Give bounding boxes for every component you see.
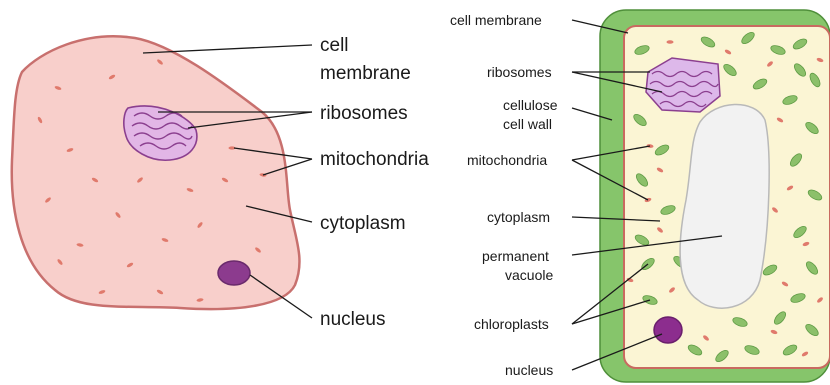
animal-label-cell-membrane-2: membrane: [320, 63, 411, 84]
plant-label-cell-wall-2: cell wall: [503, 116, 552, 132]
plant-nucleus: [654, 317, 682, 343]
plant-label-cell-membrane: cell membrane: [450, 12, 542, 28]
plant-ribosomes: [646, 58, 720, 112]
plant-cell: cell membrane ribosomes cellulose cell w…: [450, 10, 830, 382]
plant-label-chloroplasts: chloroplasts: [474, 316, 549, 332]
plant-label-vacuole-2: vacuole: [505, 267, 553, 283]
plant-label-cell-wall-1: cellulose: [503, 97, 558, 113]
animal-label-ribosomes: ribosomes: [320, 103, 408, 124]
animal-label-cytoplasm: cytoplasm: [320, 213, 406, 234]
animal-label-cell-membrane-1: cell: [320, 35, 349, 56]
mitochondrion: [667, 40, 674, 44]
animal-label-mitochondria: mitochondria: [320, 149, 429, 170]
plant-label-cytoplasm: cytoplasm: [487, 209, 550, 225]
plant-label-nucleus: nucleus: [505, 362, 553, 378]
plant-label-mitochondria: mitochondria: [467, 152, 547, 168]
animal-cell: cell membrane ribosomes mitochondria cyt…: [12, 35, 429, 330]
plant-label-ribosomes: ribosomes: [487, 64, 552, 80]
animal-cell-body: [12, 36, 300, 309]
animal-nucleus: [218, 261, 250, 285]
animal-label-nucleus: nucleus: [320, 309, 386, 330]
plant-label-vacuole-1: permanent: [482, 248, 549, 264]
